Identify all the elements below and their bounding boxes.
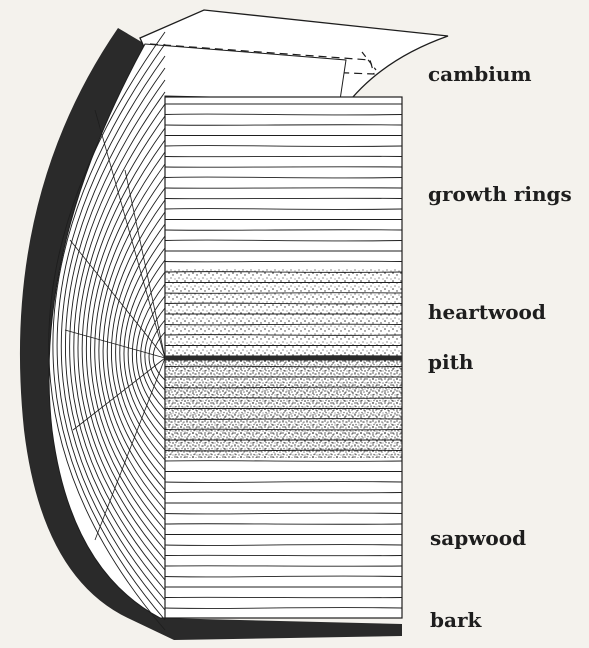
- grain-line: [165, 597, 402, 598]
- label-bark: bark: [430, 608, 481, 632]
- heartwood-dense: [165, 360, 402, 458]
- label-cambium: cambium: [428, 62, 532, 86]
- grain-line: [165, 125, 402, 126]
- label-growth-rings: growth rings: [428, 182, 572, 206]
- grain-line: [165, 555, 402, 556]
- grain-line: [165, 524, 402, 525]
- grain-line: [165, 198, 402, 199]
- label-pith: pith: [428, 350, 473, 374]
- label-heartwood: heartwood: [428, 300, 546, 324]
- grain-line: [165, 156, 402, 157]
- label-sapwood: sapwood: [430, 526, 526, 550]
- grain-line: [165, 230, 402, 231]
